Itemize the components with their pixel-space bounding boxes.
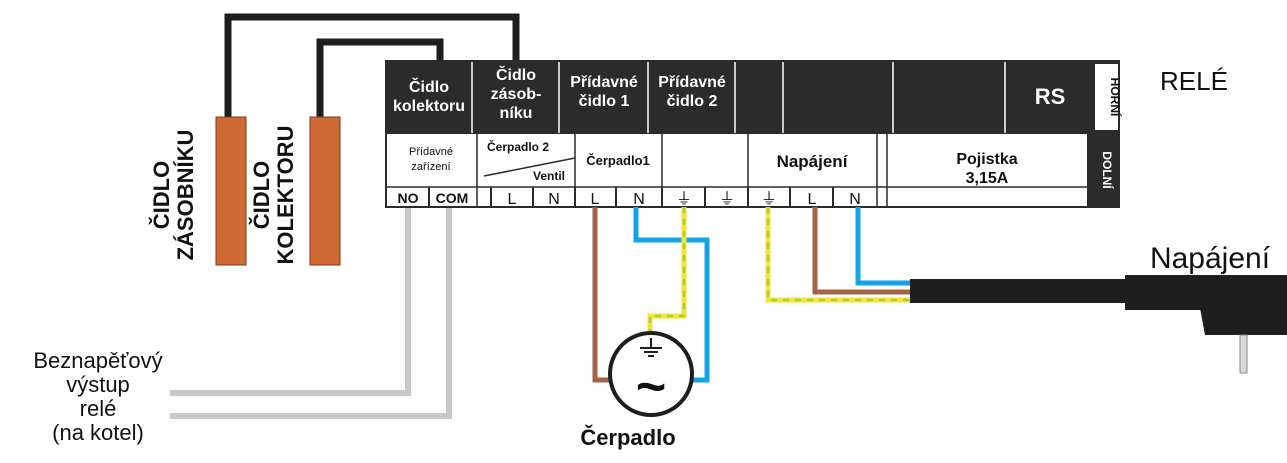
power-wires <box>765 207 912 303</box>
top-aux1-label-2: čidlo 1 <box>579 93 630 110</box>
extra-device-label-1: Přídavné <box>409 146 453 158</box>
terminal-ground-2: ⏚ <box>719 190 735 208</box>
terminal-power-n: N <box>849 191 861 208</box>
pump-wires <box>592 207 710 383</box>
upper-label-bg <box>1095 64 1118 130</box>
pump-blue-wire <box>633 207 710 383</box>
terminal-no: NO <box>398 190 419 206</box>
svg-text:ČIDLO: ČIDLO <box>249 161 274 229</box>
top-aux1-label-1: Přídavné <box>570 74 638 91</box>
controller-terminal-block: Čidlo kolektoru Čidlo zásob- níku Přídav… <box>385 60 1123 208</box>
power-ground-wire-yellow <box>765 207 912 303</box>
tank-sensor-label: ČIDLO ZÁSOBNÍKU <box>149 130 198 261</box>
upper-label: HORNÍ <box>1108 78 1123 117</box>
pump: ~ Čerpadlo <box>580 331 694 450</box>
top-tank-label-1: Čidlo <box>496 65 536 84</box>
extra-device-label-2: zařízení <box>411 161 450 173</box>
power-plug-grip <box>1200 308 1287 335</box>
top-row-dividers <box>471 62 1006 133</box>
terminal-ground-power: ⏚ <box>761 190 777 208</box>
rs-label: RS <box>1035 84 1066 109</box>
relay-title: RELÉ <box>1160 66 1228 96</box>
pump1-label: Čerpadlo1 <box>586 153 650 168</box>
terminal-pump1-l: L <box>591 191 600 208</box>
terminal-row-bg <box>387 187 1087 206</box>
top-collector-label-1: Čidlo <box>409 77 449 96</box>
power-brown-wire <box>812 207 912 295</box>
pump2-label: Čerpadlo 2 <box>487 139 549 154</box>
valve-label: Ventil <box>533 169 565 183</box>
fuse-label-1: Pojistka <box>956 151 1017 168</box>
relay-wire-com <box>170 207 452 419</box>
mid-row-dividers <box>387 134 1087 206</box>
relay-wire-no <box>170 207 411 396</box>
terminal-dividers <box>428 187 834 206</box>
pump-ground-wire-yellow <box>647 207 687 340</box>
power-section-label: Napájení <box>777 152 849 171</box>
tank-sensor-wire <box>224 13 520 120</box>
terminal-pump2-n: N <box>548 191 560 208</box>
pump-brown-wire <box>592 207 611 383</box>
power-ground-wire-green <box>766 207 912 302</box>
top-tank-label-3: níku <box>500 105 533 122</box>
mid-row-bg <box>387 134 1087 187</box>
top-aux2-label-1: Přídavné <box>658 74 726 91</box>
terminal-pump2-l: L <box>508 191 517 208</box>
sensor-wires <box>224 13 520 120</box>
relay-output-label: Beznapěťový výstup relé (na kotel) <box>33 348 162 445</box>
pump-label: Čerpadlo <box>580 425 675 450</box>
svg-text:ZÁSOBNÍKU: ZÁSOBNÍKU <box>173 130 198 261</box>
svg-text:KOLEKTORU: KOLEKTORU <box>273 126 298 265</box>
pump-ground-wire-green <box>648 207 686 340</box>
power-plug-body <box>1125 275 1287 310</box>
top-collector-label-2: kolektoru <box>393 98 465 115</box>
svg-text:výstup: výstup <box>66 372 130 397</box>
relay-output-wires <box>170 207 452 419</box>
power-cable-jacket <box>910 279 1125 303</box>
power-cable: Napájení <box>910 242 1287 374</box>
collector-sensor-wire <box>316 38 444 120</box>
top-aux2-label-2: čidlo 2 <box>667 93 718 110</box>
terminal-power-l: L <box>808 191 817 208</box>
terminal-ground-1: ⏚ <box>676 190 692 208</box>
svg-text:relé: relé <box>80 396 117 421</box>
pump-ac-symbol: ~ <box>636 358 666 416</box>
lower-label: DOLNÍ <box>1100 151 1115 189</box>
terminal-com: COM <box>436 190 469 206</box>
collector-sensor-label: ČIDLO KOLEKTORU <box>249 126 298 265</box>
tank-sensor <box>215 116 247 266</box>
power-cable-label: Napájení <box>1150 242 1271 275</box>
pump-ground-icon <box>640 338 662 357</box>
power-blue-wire <box>855 207 912 286</box>
svg-text:(na kotel): (na kotel) <box>52 420 144 445</box>
svg-text:Beznapěťový: Beznapěťový <box>33 348 162 373</box>
collector-sensor <box>309 116 341 266</box>
top-tank-label-2: zásob- <box>491 86 542 103</box>
svg-text:ČIDLO: ČIDLO <box>149 161 174 229</box>
terminal-pump1-n: N <box>633 191 645 208</box>
power-plug-pin <box>1239 334 1248 374</box>
fuse-label-2: 3,15A <box>966 170 1009 187</box>
pump-circle <box>608 331 694 417</box>
